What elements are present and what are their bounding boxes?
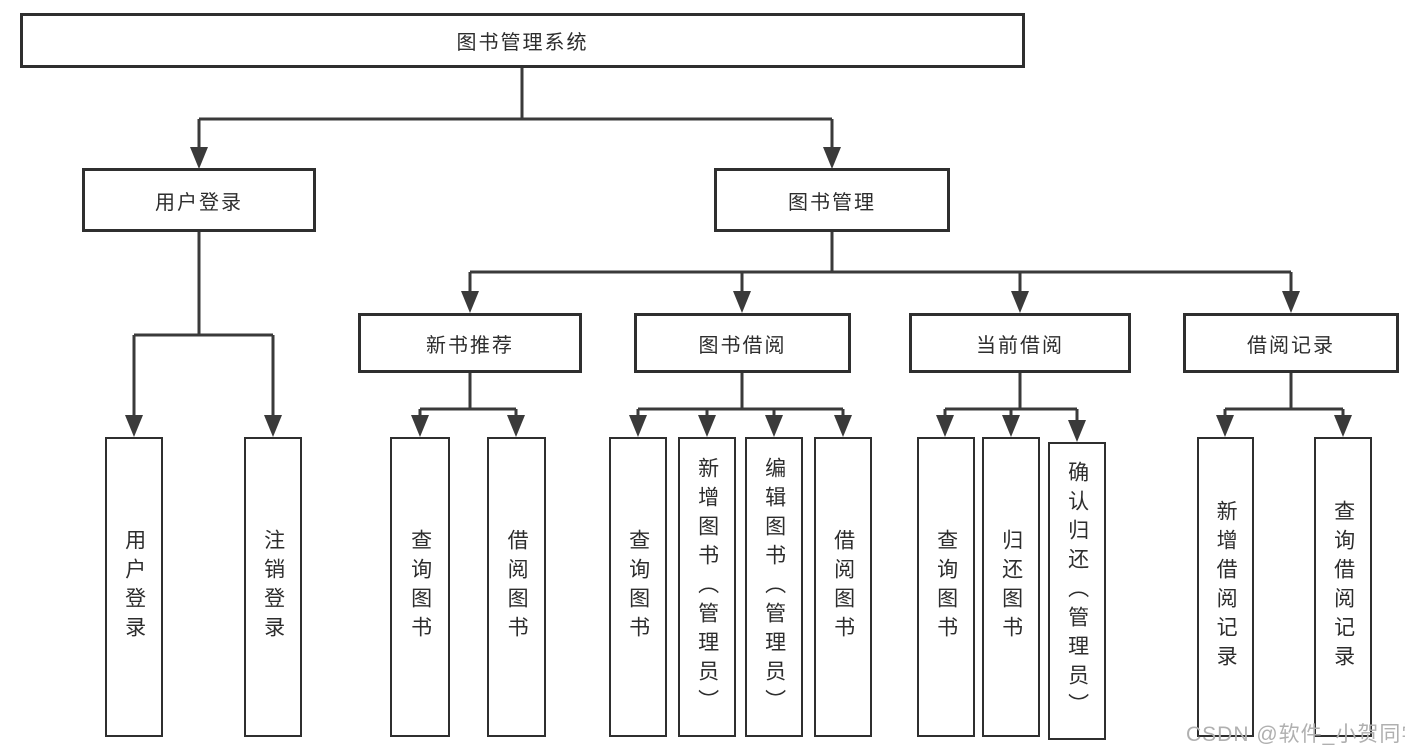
- leaf-logout-label: 注销登录: [261, 529, 285, 645]
- leaf-query-books-current: 查询图书: [917, 437, 975, 737]
- leaf-borrow-books-recommendation: 借阅图书: [487, 437, 546, 737]
- leaf-logout: 注销登录: [244, 437, 302, 737]
- arrowhead: [1334, 415, 1352, 437]
- leaf-edit-book-admin-label: 编辑图书（管理员）: [762, 456, 786, 718]
- arrowhead: [629, 415, 647, 437]
- leaf-query-books-borrowing-label: 查询图书: [626, 529, 650, 645]
- leaf-confirm-return-admin-label: 确认归还（管理员）: [1065, 460, 1089, 722]
- leaf-query-books-current-label: 查询图书: [934, 529, 958, 645]
- arrowhead: [1011, 291, 1029, 313]
- arrowhead: [765, 415, 783, 437]
- node-current-borrowing: 当前借阅: [909, 313, 1131, 373]
- arrowhead: [1216, 415, 1234, 437]
- node-library-management-system: 图书管理系统: [20, 13, 1025, 68]
- arrowhead: [1282, 291, 1300, 313]
- leaf-query-books-recommendation-label: 查询图书: [408, 529, 432, 645]
- csdn-watermark: CSDN @软件_小贺同学: [1186, 723, 1405, 746]
- leaf-query-books-recommendation: 查询图书: [390, 437, 450, 737]
- arrowhead: [936, 415, 954, 437]
- node-user-login: 用户登录: [82, 168, 316, 232]
- node-book-borrowing: 图书借阅: [634, 313, 851, 373]
- node-new-book-recommendation: 新书推荐: [358, 313, 582, 373]
- leaf-add-borrow-record-label: 新增借阅记录: [1214, 500, 1238, 674]
- arrowhead: [190, 147, 208, 169]
- arrowhead: [823, 147, 841, 169]
- leaf-add-borrow-record: 新增借阅记录: [1197, 437, 1254, 737]
- node-borrowing-records: 借阅记录: [1183, 313, 1399, 373]
- node-book-management: 图书管理: [714, 168, 950, 232]
- leaf-query-borrow-record: 查询借阅记录: [1314, 437, 1372, 737]
- leaf-borrow-books-recommendation-label: 借阅图书: [505, 529, 529, 645]
- leaf-user-login: 用户登录: [105, 437, 163, 737]
- arrowhead: [507, 415, 525, 437]
- leaf-return-books-label: 归还图书: [999, 529, 1023, 645]
- connector-lines: [132, 68, 1345, 424]
- arrowhead: [264, 415, 282, 437]
- leaf-return-books: 归还图书: [982, 437, 1040, 737]
- arrowhead: [698, 415, 716, 437]
- leaf-user-login-label: 用户登录: [122, 529, 146, 645]
- leaf-add-book-admin: 新增图书（管理员）: [678, 437, 736, 737]
- arrowhead: [733, 291, 751, 313]
- arrowhead: [461, 291, 479, 313]
- leaf-query-borrow-record-label: 查询借阅记录: [1331, 500, 1355, 674]
- arrowhead: [1068, 420, 1086, 442]
- leaf-borrow-books-borrowing-label: 借阅图书: [831, 529, 855, 645]
- leaf-query-books-borrowing: 查询图书: [609, 437, 667, 737]
- leaf-add-book-admin-label: 新增图书（管理员）: [695, 456, 719, 718]
- leaf-confirm-return-admin: 确认归还（管理员）: [1048, 442, 1106, 740]
- arrowhead: [411, 415, 429, 437]
- leaf-borrow-books-borrowing: 借阅图书: [814, 437, 872, 737]
- arrowhead: [125, 415, 143, 437]
- arrowhead: [1002, 415, 1020, 437]
- arrowhead: [834, 415, 852, 437]
- leaf-edit-book-admin: 编辑图书（管理员）: [745, 437, 803, 737]
